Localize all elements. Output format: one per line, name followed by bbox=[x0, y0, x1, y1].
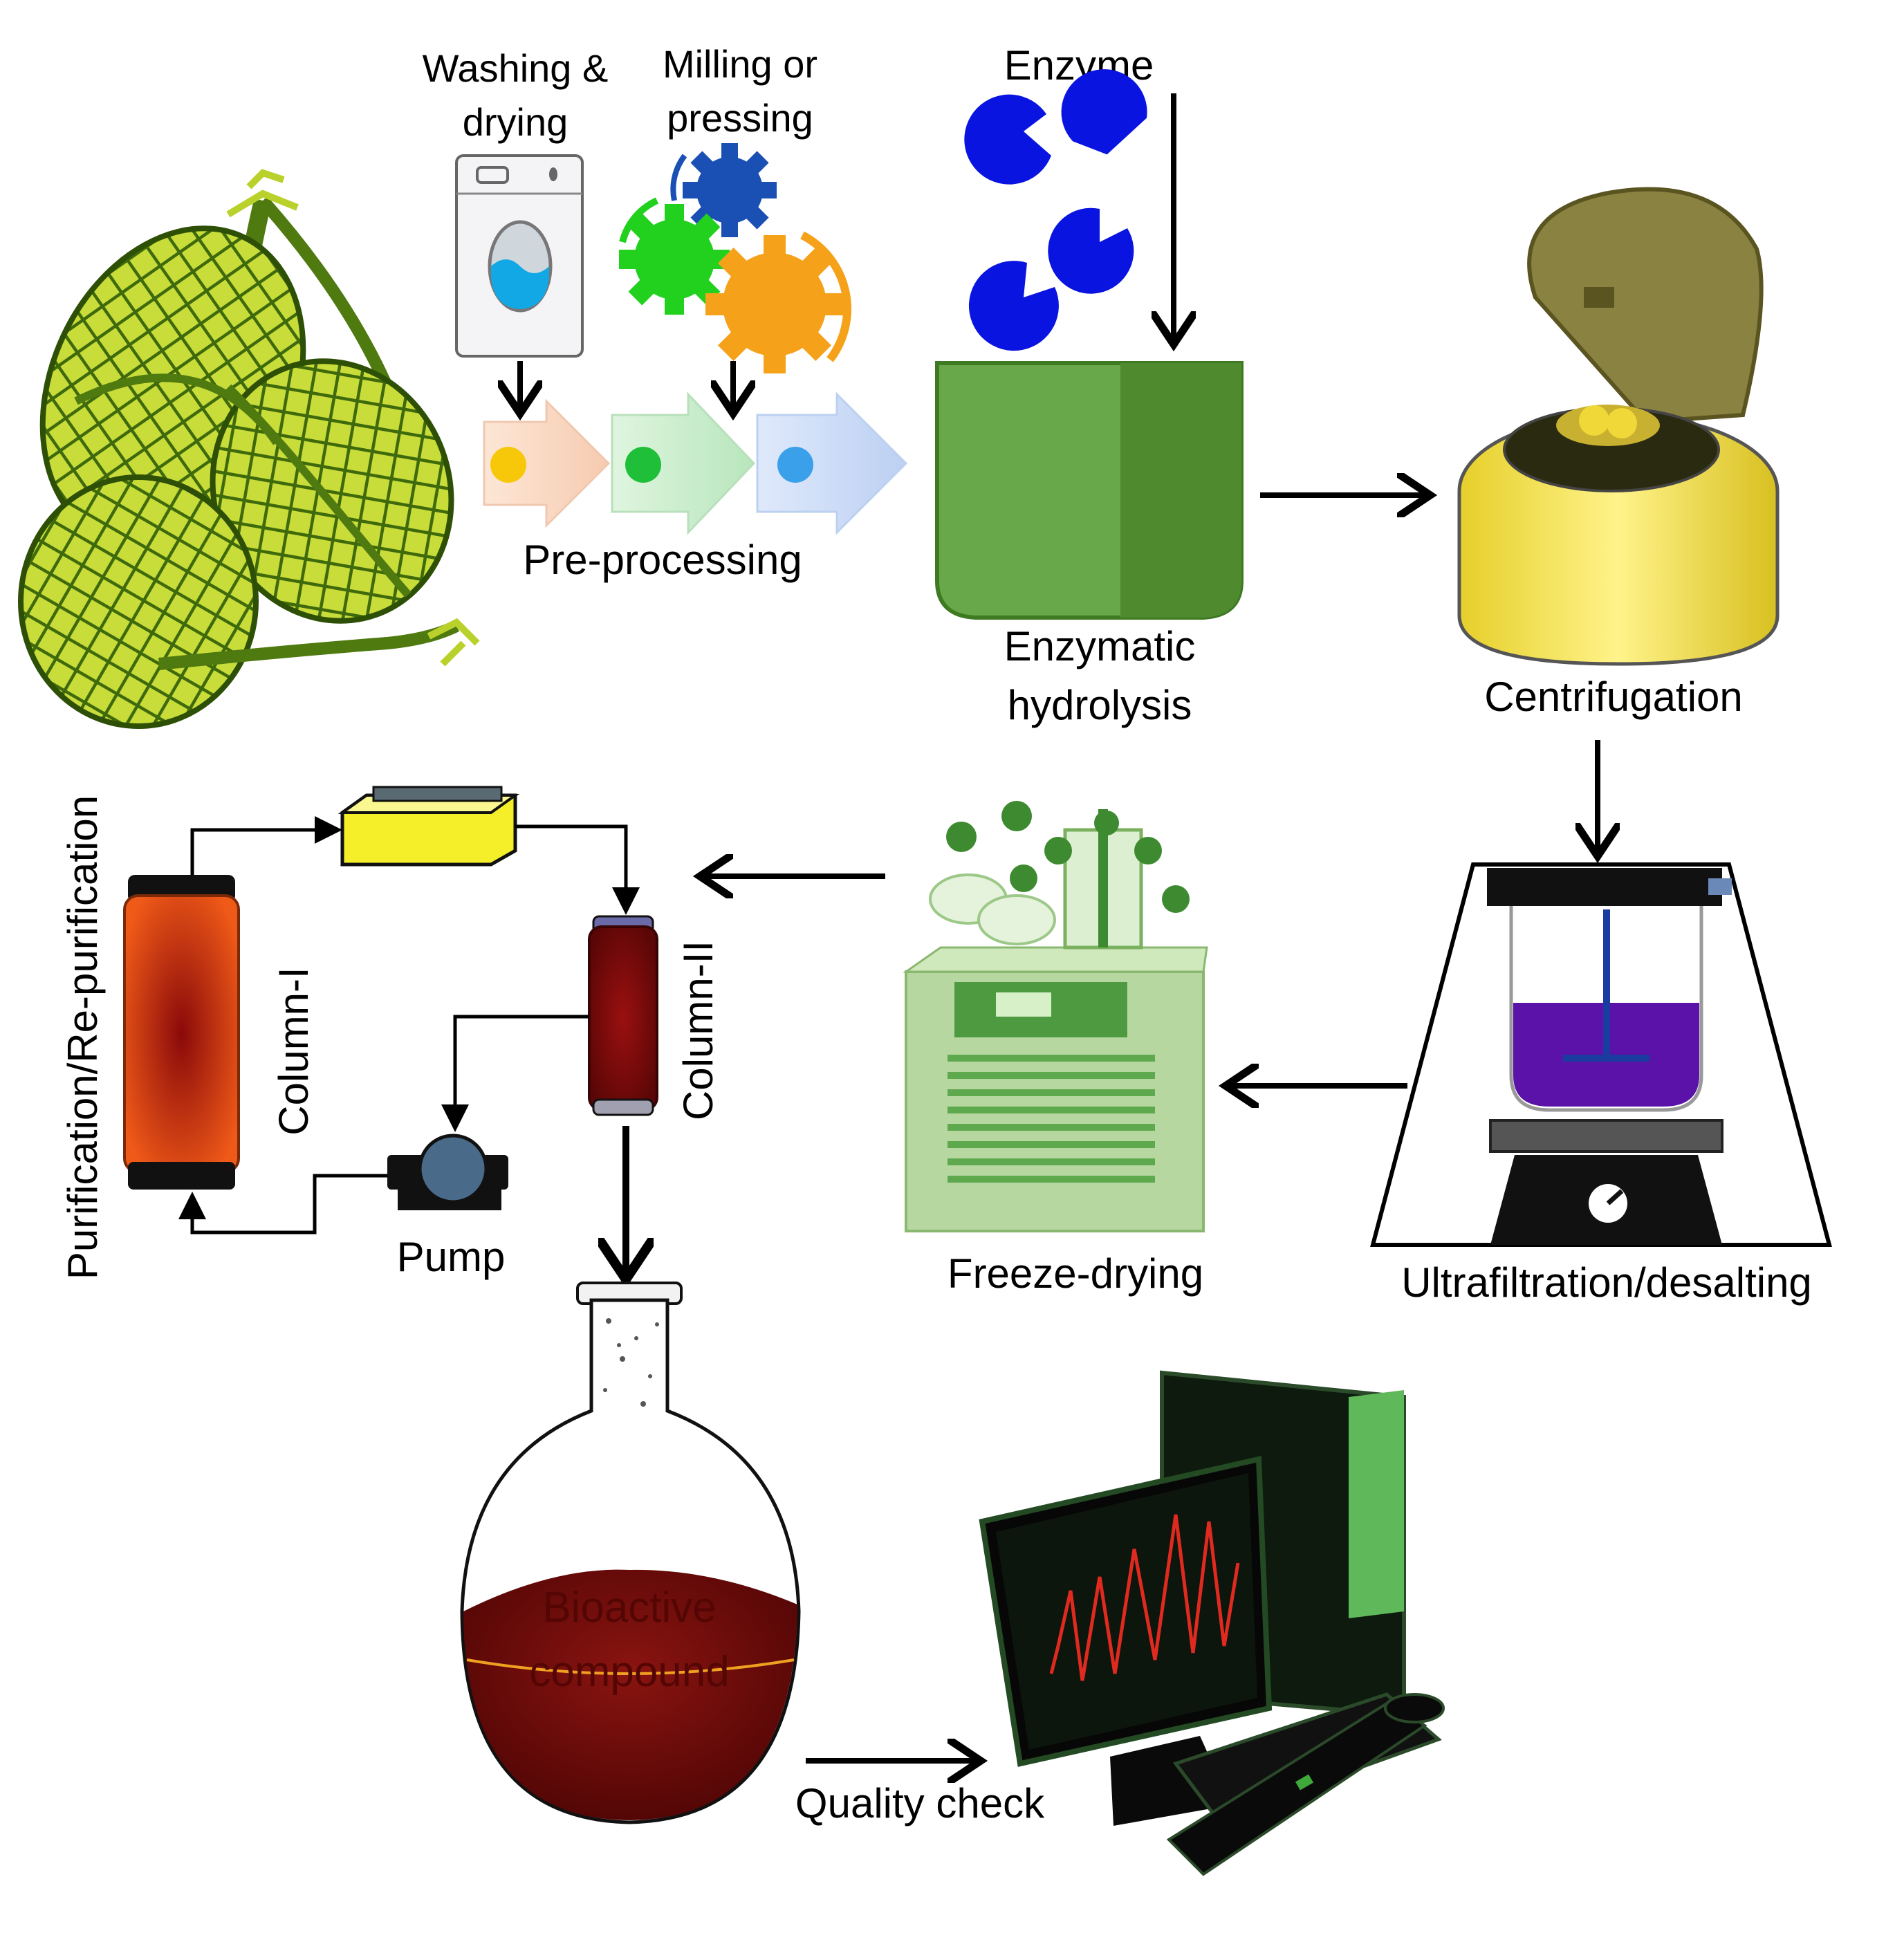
preprocessing-label: Pre-processing bbox=[523, 537, 802, 583]
pump-icon bbox=[387, 1134, 508, 1210]
bioactive-label-line1: Bioactive bbox=[542, 1584, 717, 1631]
preprocessing-chevrons bbox=[483, 391, 908, 535]
enzyme-icons bbox=[964, 69, 1147, 351]
gears-icon bbox=[619, 143, 852, 373]
centrifuge-icon bbox=[1457, 187, 1780, 666]
washing-label-line2: drying bbox=[463, 100, 569, 144]
milling-label-line2: pressing bbox=[667, 96, 813, 140]
enzymatic-label-line2: hydrolysis bbox=[1008, 682, 1192, 728]
column-1-icon bbox=[123, 875, 240, 1190]
purification-tubing bbox=[178, 816, 640, 1234]
hydrolysis-beaker-icon bbox=[935, 361, 1244, 620]
quality-check-label: Quality check bbox=[795, 1780, 1045, 1826]
washing-label-line1: Washing & bbox=[423, 46, 609, 90]
bioactive-label-line2: compound bbox=[529, 1648, 730, 1696]
detector-icon bbox=[338, 786, 520, 867]
enzymatic-label-line1: Enzymatic bbox=[1004, 623, 1196, 669]
purification-label: Purification/Re-purification bbox=[59, 795, 106, 1279]
centrifugation-label: Centrifugation bbox=[1484, 674, 1743, 720]
column-2-label: Column-II bbox=[675, 941, 721, 1120]
ultrafiltration-label: Ultrafiltration/desalting bbox=[1401, 1259, 1812, 1306]
ultrafiltration-icon bbox=[1370, 862, 1832, 1247]
seaweed-illustration bbox=[18, 169, 480, 729]
column-2-icon bbox=[588, 915, 658, 1116]
column-1-label: Column-I bbox=[270, 967, 317, 1135]
pump-label: Pump bbox=[397, 1234, 506, 1280]
washing-machine-icon bbox=[455, 154, 584, 358]
milling-label-line1: Milling or bbox=[663, 42, 817, 86]
computer-icon bbox=[979, 1370, 1445, 1876]
freeze-dryer-icon bbox=[903, 801, 1208, 1232]
flask-icon bbox=[460, 1282, 801, 1824]
freeze-drying-label: Freeze-drying bbox=[948, 1250, 1203, 1297]
